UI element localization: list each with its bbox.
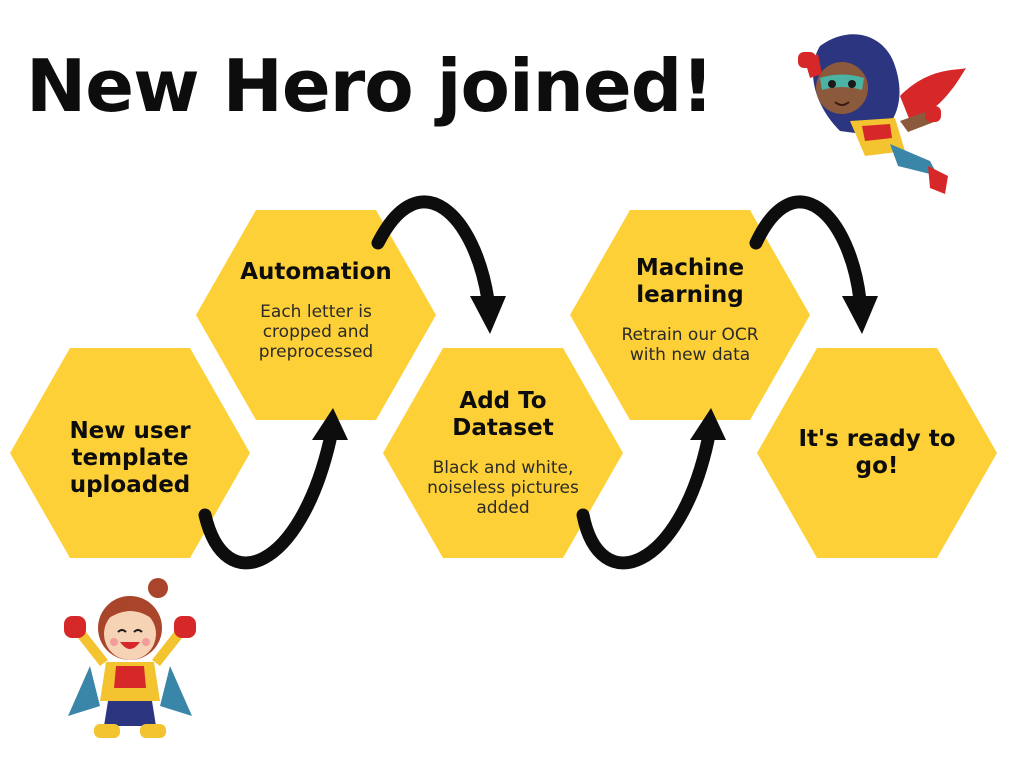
arrow-2-head	[470, 296, 506, 334]
step-hex-automation: Automation Each letter is cropped and pr…	[196, 210, 436, 420]
step-hex-upload: New user template uploaded	[10, 348, 250, 558]
flying-superhero-icon	[798, 34, 966, 194]
step-title: New user template uploaded	[69, 417, 191, 498]
step-title: Add To Dataset	[452, 388, 554, 441]
step-description: Black and white, noiseless pictures adde…	[427, 458, 579, 518]
arrow-4-head	[842, 296, 878, 334]
step-hex-dataset: Add To Dataset Black and white, noiseles…	[383, 348, 623, 558]
step-hex-ready: It's ready to go!	[757, 348, 997, 558]
step-title: It's ready to go!	[798, 426, 956, 479]
step-description: Each letter is cropped and preprocessed	[258, 301, 374, 362]
page-title: New Hero joined!	[26, 44, 714, 128]
step-title: Automation	[240, 258, 392, 285]
step-title: Machine learning	[635, 255, 745, 308]
step-hex-machine-learning: Machine learning Retrain our OCR with ne…	[570, 210, 810, 420]
cheering-superhero-icon	[64, 578, 196, 738]
step-description: Retrain our OCR with new data	[621, 325, 759, 365]
